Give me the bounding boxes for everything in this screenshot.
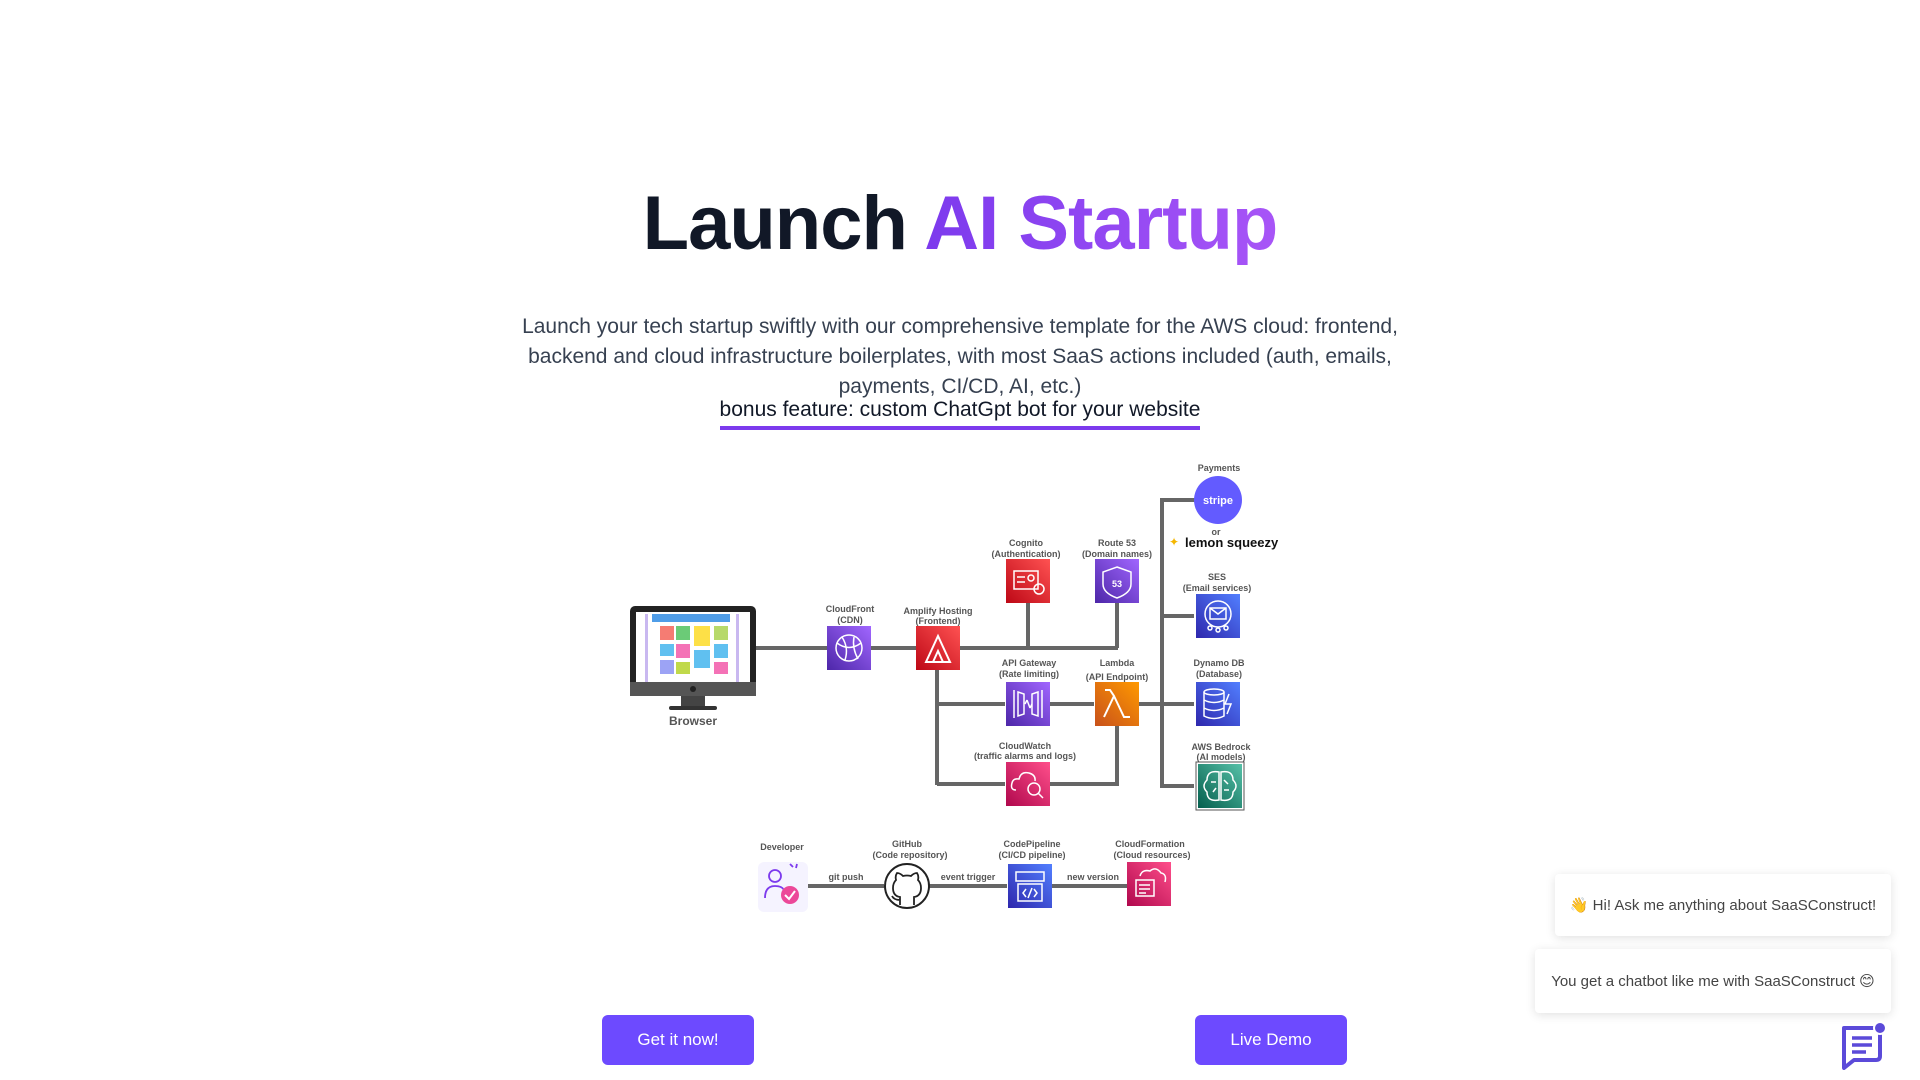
route53-sublabel: (Domain names) <box>1082 549 1152 559</box>
ses-node: SES (Email services) <box>1183 572 1252 638</box>
developer-label: Developer <box>760 842 804 852</box>
api-gateway-sublabel: (Rate limiting) <box>999 669 1059 679</box>
browser-label: Browser <box>669 714 717 728</box>
cloudwatch-node: CloudWatch (traffic alarms and logs) <box>974 741 1076 806</box>
magnifier-cloud-icon <box>1010 771 1044 799</box>
edge-label-new-version: new version <box>1067 872 1119 882</box>
route53-badge: 53 <box>1112 579 1122 589</box>
brain-icon <box>1203 770 1237 802</box>
cloudfront-node: CloudFront (CDN) <box>826 604 875 670</box>
lambda-icon <box>1103 689 1130 718</box>
route53-node: Route 53 (Domain names) 53 <box>1082 538 1152 603</box>
payments-node: Payments stripe or ✦ lemon squeezy <box>1169 463 1279 550</box>
title-accent: AI Startup <box>924 181 1278 266</box>
id-card-icon <box>1013 570 1045 595</box>
cloudformation-node: CloudFormation (Cloud resources) <box>1113 839 1191 906</box>
bedrock-label: AWS Bedrock <box>1191 742 1251 752</box>
bedrock-node: AWS Bedrock (AI models) <box>1191 742 1252 811</box>
api-gateway-label: API Gateway <box>1002 658 1057 668</box>
developer-node: Developer <box>758 842 808 912</box>
cloudwatch-sublabel: (traffic alarms and logs) <box>974 751 1076 761</box>
lambda-sublabel: (API Endpoint) <box>1086 672 1149 682</box>
bedrock-sublabel: (AI models) <box>1196 752 1245 762</box>
check-badge <box>781 886 799 904</box>
lemon-squeezy-logo: lemon squeezy <box>1185 535 1279 550</box>
dynamodb-node: Dynamo DB (Database) <box>1193 658 1245 726</box>
cognito-node: Cognito (Authentication) <box>992 538 1061 603</box>
cloudfront-sublabel: (CDN) <box>837 615 863 625</box>
codepipeline-label: CodePipeline <box>1003 839 1060 849</box>
cloudfront-label: CloudFront <box>826 604 875 614</box>
notification-dot <box>1873 1021 1887 1035</box>
dynamodb-sublabel: (Database) <box>1196 669 1242 679</box>
amplify-icon <box>924 633 952 663</box>
api-gateway-icon <box>1013 690 1043 718</box>
cloudwatch-label: CloudWatch <box>999 741 1051 751</box>
codepipeline-node: CodePipeline (CI/CD pipeline) <box>999 839 1066 908</box>
chat-message-1: 👋 Hi! Ask me anything about SaaSConstruc… <box>1555 874 1891 936</box>
cloudfront-icon <box>835 634 863 662</box>
amplify-sublabel: (Frontend) <box>916 616 961 626</box>
lambda-label: Lambda <box>1100 658 1136 668</box>
chat-icon <box>1842 1021 1887 1070</box>
title-main: Launch <box>642 181 925 266</box>
browser-node: Browser <box>630 606 756 728</box>
shield-icon <box>1102 566 1132 599</box>
api-gateway-node: API Gateway (Rate limiting) <box>999 658 1059 726</box>
chat-message-2-text: You get a chatbot like me with SaaSConst… <box>1551 973 1875 990</box>
code-pipeline-icon <box>1015 871 1045 902</box>
github-node: GitHub (Code repository) <box>872 839 948 909</box>
lambda-node: Lambda (API Endpoint) <box>1086 658 1149 726</box>
bonus-feature: bonus feature: custom ChatGpt bot for yo… <box>0 396 1920 430</box>
amplify-node: Amplify Hosting (Frontend) <box>904 606 973 670</box>
ses-label: SES <box>1208 572 1226 582</box>
hero-subtitle: Launch your tech startup swiftly with ou… <box>522 315 1398 398</box>
chat-message-1-text: 👋 Hi! Ask me anything about SaaSConstruc… <box>1569 897 1877 914</box>
edge-label-git-push: git push <box>829 872 864 882</box>
database-icon <box>1203 688 1233 720</box>
edge-label-event-trigger: event trigger <box>941 872 996 882</box>
github-label: GitHub <box>892 839 922 849</box>
payments-label: Payments <box>1198 463 1241 473</box>
ses-sublabel: (Email services) <box>1183 583 1252 593</box>
developer-icon <box>764 863 798 899</box>
get-it-now-button[interactable]: Get it now! <box>602 1015 754 1065</box>
live-demo-button[interactable]: Live Demo <box>1195 1015 1347 1065</box>
dynamodb-label: Dynamo DB <box>1193 658 1245 668</box>
cloudformation-label: CloudFormation <box>1115 839 1185 849</box>
email-icon <box>1204 600 1232 633</box>
cognito-sublabel: (Authentication) <box>992 549 1061 559</box>
chat-launcher-button[interactable] <box>1838 1018 1890 1070</box>
codepipeline-sublabel: (CI/CD pipeline) <box>999 850 1066 860</box>
cloudformation-sublabel: (Cloud resources) <box>1113 850 1190 860</box>
lemon-icon: ✦ <box>1169 535 1179 549</box>
cloud-document-icon <box>1135 868 1167 897</box>
stripe-logo: stripe <box>1203 495 1233 507</box>
cognito-label: Cognito <box>1009 538 1043 548</box>
github-sublabel: (Code repository) <box>872 850 947 860</box>
github-icon <box>891 872 922 905</box>
route53-label: Route 53 <box>1098 538 1136 548</box>
chat-message-2: You get a chatbot like me with SaaSConst… <box>1535 949 1891 1013</box>
bonus-feature-text: bonus feature: custom ChatGpt bot for yo… <box>719 396 1201 430</box>
amplify-label: Amplify Hosting <box>904 606 973 616</box>
diagram-connectors <box>756 498 1196 888</box>
page-title: Launch AI Startup <box>0 186 1920 262</box>
or-label: or <box>1212 527 1221 537</box>
